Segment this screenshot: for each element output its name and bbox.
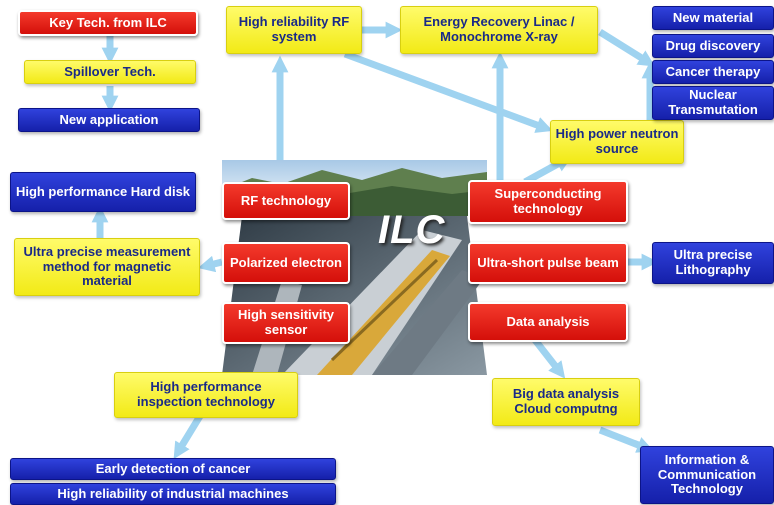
- superconducting-box: Superconducting technology: [468, 180, 628, 224]
- arrow-bigdata-to-ict: [598, 426, 654, 453]
- rf-system-box: High reliability RF system: [226, 6, 362, 54]
- legend-spillover: Spillover Tech.: [24, 60, 196, 84]
- big-data-box: Big data analysis Cloud computng: [492, 378, 640, 426]
- drug-discovery-box: Drug discovery: [652, 34, 774, 58]
- inspection-technology-box: High performance inspection technology: [114, 372, 298, 418]
- erl-box: Energy Recovery Linac / Monochrome X-ray: [400, 6, 598, 54]
- rf-technology-box: RF technology: [222, 182, 350, 220]
- early-detection-box: Early detection of cancer: [10, 458, 336, 480]
- arrow-pol-to-measure: [197, 255, 223, 273]
- arrow-data-to-bigdata: [532, 337, 566, 379]
- new-material-box: New material: [652, 6, 774, 30]
- arrow-inspection-to-detection: [173, 414, 203, 460]
- legend-new-application: New application: [18, 108, 200, 132]
- lithography-box: Ultra precise Lithography: [652, 242, 774, 284]
- legend-key-tech: Key Tech. from ILC: [18, 10, 198, 36]
- arrow-rfsystem-to-neutron: [343, 50, 553, 133]
- nuclear-transmutation-box: Nuclear Transmutation: [652, 86, 774, 120]
- neutron-source-box: High power neutron source: [550, 120, 684, 164]
- measurement-method-box: Ultra precise measurement method for mag…: [14, 238, 200, 296]
- polarized-electron-box: Polarized electron: [222, 242, 350, 284]
- arrow-erl-to-material: [598, 29, 656, 67]
- ultra-short-pulse-box: Ultra-short pulse beam: [468, 242, 628, 284]
- hard-disk-box: High performance Hard disk: [10, 172, 196, 212]
- data-analysis-box: Data analysis: [468, 302, 628, 342]
- cancer-therapy-box: Cancer therapy: [652, 60, 774, 84]
- sensor-box: High sensitivity sensor: [222, 302, 350, 344]
- ilc-logo: ILC: [378, 208, 446, 252]
- ict-box: Information & Communication Technology: [640, 446, 774, 504]
- industrial-reliability-box: High reliability of industrial machines: [10, 483, 336, 505]
